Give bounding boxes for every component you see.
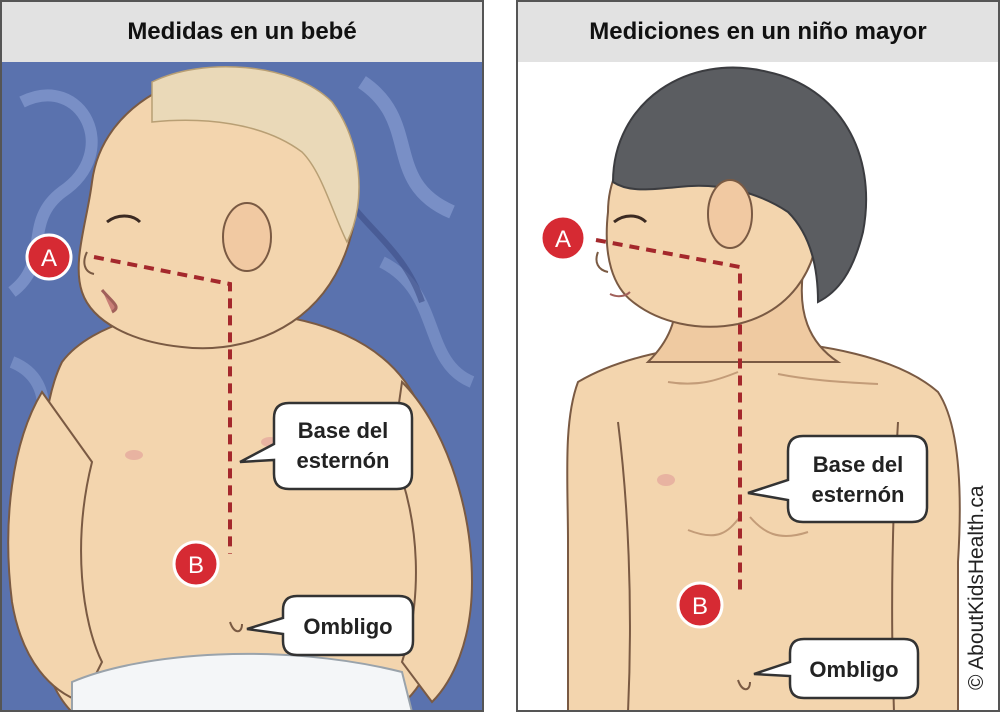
infant-sternum-callout: Base del esternón [239,401,414,491]
svg-text:A: A [555,226,571,253]
child-ear [707,179,753,249]
diaper [71,652,413,710]
infant-eye [106,214,142,224]
child-navel-callout: Ombligo [753,637,920,700]
svg-text:Ombligo: Ombligo [303,614,392,639]
child-marker-b: B [676,581,724,629]
child-panel-title: Mediciones en un niño mayor [518,2,998,62]
svg-text:Base del: Base del [813,452,904,477]
child-panel: Mediciones en un niño mayor [516,0,1000,712]
copyright-credit: © AboutKidsHealth.ca [965,485,988,690]
infant-marker-a: A [25,233,73,281]
infant-panel: Medidas en un bebé [0,0,484,712]
infant-hair [151,65,360,244]
infant-illustration: A B Base del esternón Ombligo [2,62,482,710]
svg-text:Ombligo: Ombligo [809,657,898,682]
infant-left-arm [7,390,104,704]
svg-text:esternón: esternón [812,482,905,507]
svg-text:A: A [41,245,57,272]
infant-nipple [125,450,143,460]
infant-panel-title: Medidas en un bebé [2,2,482,62]
child-navel [737,679,751,691]
svg-text:esternón: esternón [297,448,390,473]
infant-marker-b: B [172,540,220,588]
svg-text:B: B [188,552,204,579]
infant-navel-callout: Ombligo [246,594,415,657]
infant-ear [222,202,272,272]
svg-text:B: B [692,593,708,620]
child-eye [613,214,648,224]
child-nipple [657,474,675,486]
child-sternum-callout: Base del esternón [747,434,929,524]
svg-text:Base del: Base del [298,418,389,443]
infant-navel [229,621,243,633]
child-illustration: A B Base del esternón Ombligo [518,62,998,710]
infant-measurement-line [93,255,232,554]
child-marker-a: A [539,214,587,262]
child-measurement-line [595,238,742,590]
